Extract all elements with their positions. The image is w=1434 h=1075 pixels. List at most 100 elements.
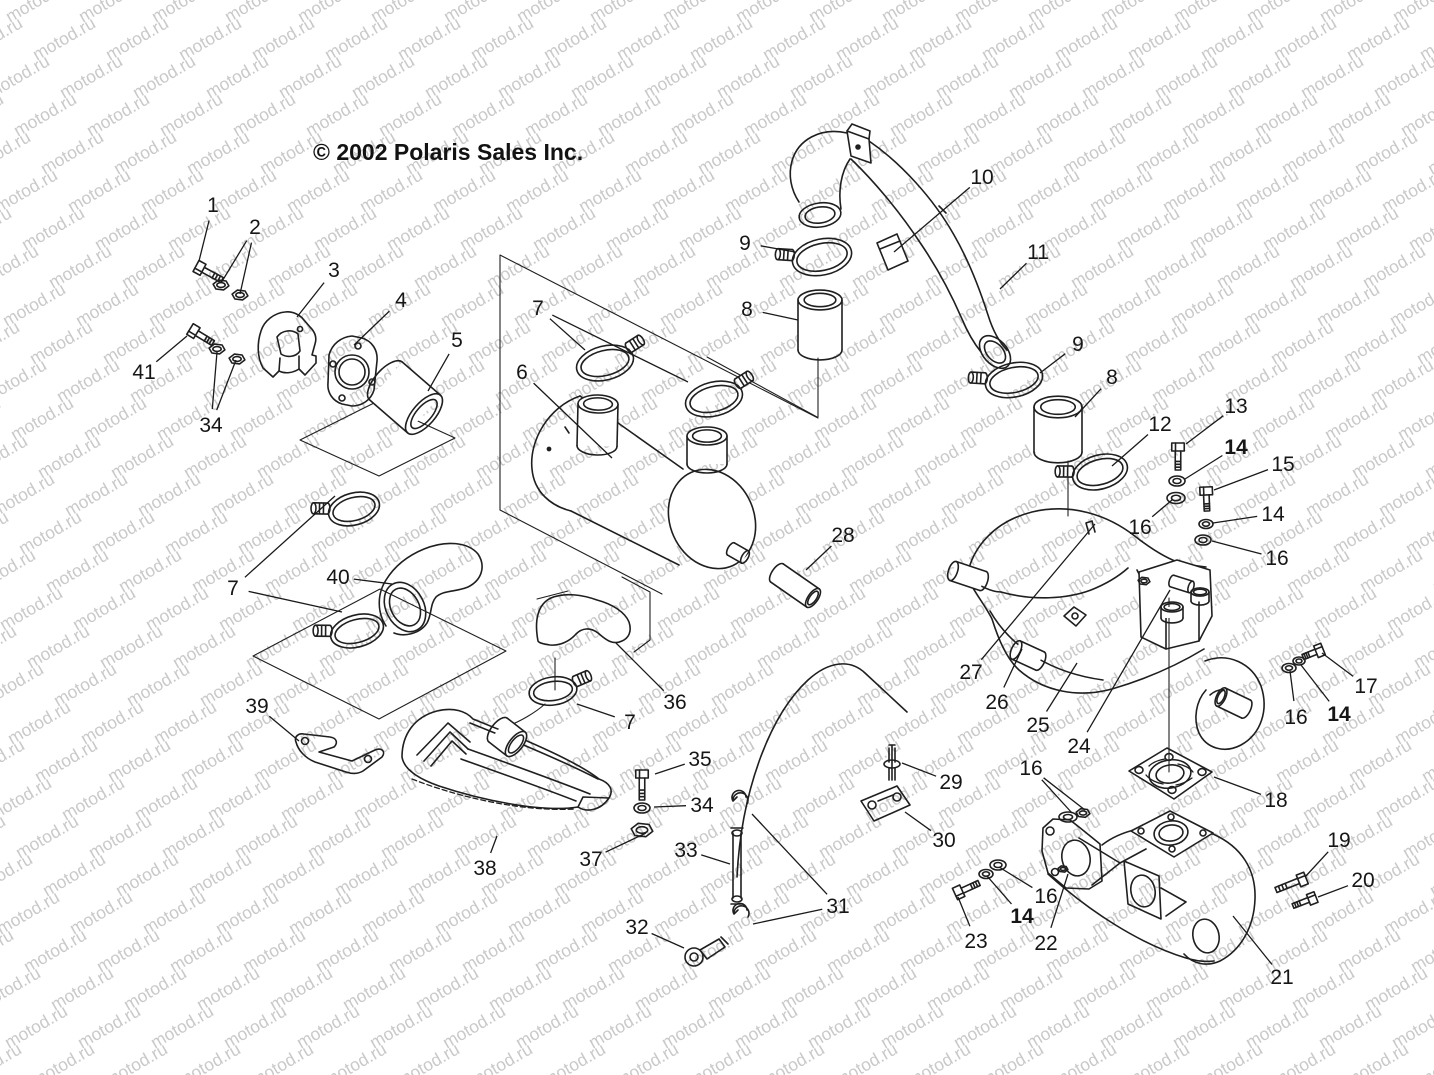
leader-line	[248, 590, 343, 613]
watermark-text: motod.ru	[1269, 1039, 1339, 1075]
leader-line	[1043, 777, 1086, 811]
callout-labels-layer: 1234541347698101198121314151614162827262…	[132, 166, 1377, 989]
leader-line	[489, 835, 498, 854]
watermark-text: motod.ru	[0, 507, 12, 559]
part-resonator	[401, 708, 612, 811]
callout-label: 7	[227, 577, 239, 600]
leader-line	[653, 805, 687, 808]
leader-line	[805, 545, 832, 571]
watermark-text: motod.ru	[1342, 1039, 1412, 1075]
leader-line	[751, 813, 828, 895]
leader-line	[1212, 515, 1258, 524]
leader-line	[901, 762, 937, 777]
leader-line	[1300, 664, 1330, 702]
callout-label: 32	[625, 916, 648, 939]
leader-line	[216, 359, 237, 411]
watermark-text: motod.ru	[758, 1039, 828, 1075]
leader-line	[1317, 885, 1349, 898]
callout-label: 38	[473, 857, 496, 880]
callout-label: 9	[1072, 333, 1084, 356]
callout-label: 17	[1354, 675, 1377, 698]
callout-label: 22	[1034, 932, 1057, 955]
copyright-text: © 2002 Polaris Sales Inc.	[313, 139, 583, 165]
callout-label: 19	[1327, 829, 1350, 852]
leader-line	[1111, 434, 1149, 467]
watermark-text: motod.ru	[174, 1039, 244, 1075]
leader-line	[762, 311, 799, 321]
leader-line	[1039, 353, 1066, 374]
callout-label: 8	[741, 298, 753, 321]
callout-label: 24	[1067, 735, 1091, 758]
leader-line	[980, 523, 1096, 661]
part-small-elbow	[535, 593, 631, 646]
diagram-line-art	[185, 123, 1327, 967]
part-heat-shield	[257, 311, 317, 378]
leader-line	[998, 866, 1033, 889]
watermark-text: motod.ru	[0, 393, 4, 445]
leader-line	[1211, 540, 1262, 555]
leader-line	[1074, 388, 1102, 418]
leader-line	[615, 642, 665, 692]
watermark-text: motod.ru	[0, 697, 1, 749]
watermark-text: motod.ru	[0, 355, 50, 407]
watermark-text: motod.ru	[0, 469, 58, 521]
leader-line	[1213, 468, 1269, 491]
callout-label: 16	[1265, 547, 1288, 570]
callout-label: 33	[674, 839, 697, 862]
callout-label: 31	[826, 895, 849, 918]
callout-label: 16	[1019, 757, 1042, 780]
watermark-text: motod.ru	[320, 1039, 390, 1075]
watermark-text: motod.ru	[0, 773, 55, 825]
leader-line	[533, 382, 613, 459]
leader-line	[1304, 851, 1329, 878]
leader-line	[654, 763, 686, 775]
leader-line	[1232, 915, 1273, 965]
watermark-text: motod.ru	[904, 1039, 974, 1075]
leader-line	[427, 353, 450, 392]
part-sticker	[876, 233, 909, 271]
leader-line	[549, 318, 586, 351]
callout-label: 11	[1027, 241, 1049, 264]
callout-label: 37	[579, 848, 602, 871]
watermark-text: motod.ru	[1196, 1039, 1266, 1075]
callout-label: 8	[1106, 366, 1118, 389]
part-exhaust-manifold	[1041, 810, 1256, 965]
callout-label: 12	[1148, 413, 1171, 436]
watermark-text: motod.ru	[0, 51, 53, 103]
callout-label: 4	[395, 289, 407, 312]
callout-label: 23	[964, 930, 987, 953]
leader-line	[198, 220, 210, 262]
callout-label: 16	[1284, 706, 1307, 729]
callout-label: 29	[939, 771, 962, 794]
callout-label: 16	[1034, 885, 1057, 908]
leader-line	[1003, 648, 1023, 688]
callout-label: 14	[1010, 905, 1034, 928]
callout-label: 6	[516, 361, 528, 384]
leader-line	[999, 262, 1027, 290]
callout-label: 30	[932, 829, 955, 852]
watermark-text: motod.ru	[977, 1039, 1047, 1075]
watermark-text: motod.ru	[0, 963, 44, 1015]
leader-line	[1086, 589, 1171, 733]
leader-line	[552, 314, 689, 383]
callout-label: 18	[1264, 789, 1287, 812]
watermark-text: motod.ru	[1050, 1039, 1120, 1075]
callout-label: 14	[1224, 436, 1248, 459]
leader-line	[752, 908, 823, 925]
part-elbow-hose	[378, 542, 483, 636]
leader-line	[220, 240, 248, 284]
leader-line	[1213, 776, 1262, 796]
callout-label: 3	[328, 259, 340, 282]
watermark-text: motod.ru	[0, 241, 42, 293]
callout-label: 34	[690, 794, 714, 817]
watermark-text: motod.ru	[539, 1039, 609, 1075]
leader-line	[1045, 662, 1078, 712]
part-manifold-gasket	[1128, 747, 1213, 800]
watermark-text: motod.ru	[0, 203, 15, 255]
callout-label: 41	[132, 361, 155, 384]
leader-line	[353, 578, 393, 585]
leader-line	[957, 896, 971, 927]
watermark-text: motod.ru	[393, 1039, 463, 1075]
callout-label: 5	[451, 329, 463, 352]
leader-line	[1185, 415, 1224, 445]
